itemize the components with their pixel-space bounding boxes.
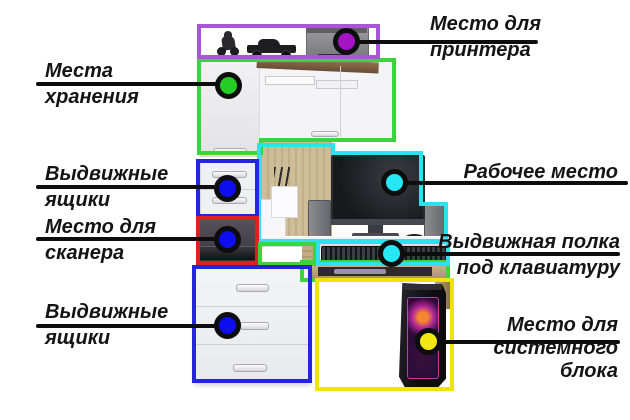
marker-dot-bottom-drawers xyxy=(214,312,241,339)
label-keyboard-shelf: Выдвижная полка под клавиатуру xyxy=(438,231,620,279)
pc-tower-top xyxy=(403,284,442,290)
cabinet-handle xyxy=(311,131,339,137)
pencil-cup xyxy=(271,186,298,218)
label-bottom-drawers: Выдвижные ящики xyxy=(45,301,169,349)
leader-line-printer xyxy=(346,40,538,44)
marker-dot-system-unit xyxy=(415,328,442,355)
marker-dot-top-drawers xyxy=(214,175,241,202)
monitor xyxy=(331,155,425,223)
paper-tray xyxy=(316,80,358,89)
toy-car xyxy=(247,45,296,53)
marker-dot-keyboard-shelf xyxy=(378,240,405,267)
label-system-unit-place: Место для системного блока xyxy=(493,314,618,382)
leader-line-keyboard-shelf xyxy=(391,252,620,256)
label-printer-place: Место для принтера xyxy=(430,13,542,61)
toy-figure-wheel xyxy=(217,47,226,56)
marker-dot-workspace xyxy=(381,169,408,196)
side-shelf-region-outline xyxy=(258,242,317,266)
toy-figure xyxy=(224,31,232,38)
toy-figure-wheel xyxy=(230,47,239,56)
label-storage-places: Места хранения xyxy=(45,60,139,108)
under-desk-handle xyxy=(334,269,386,274)
label-top-drawers: Выдвижные ящики xyxy=(45,163,169,211)
marker-dot-storage xyxy=(215,72,242,99)
drawer-handle xyxy=(236,284,269,292)
drawer-handle xyxy=(233,364,267,372)
cabinet-handle xyxy=(213,148,247,154)
drawer-divider xyxy=(195,306,308,307)
pencils xyxy=(274,167,292,188)
leader-line-storage xyxy=(36,82,230,86)
leader-line-scanner xyxy=(36,237,229,241)
marker-dot-printer xyxy=(333,28,360,55)
marker-dot-scanner xyxy=(214,226,241,253)
printer-lid xyxy=(306,27,367,33)
leader-line-top-drawers xyxy=(36,185,229,189)
system-unit-region-outline xyxy=(315,278,454,391)
drawer-divider xyxy=(195,344,308,345)
leader-line-system-unit xyxy=(428,340,620,344)
leader-line-bottom-drawers xyxy=(36,324,229,328)
label-scanner-place: Место для сканера xyxy=(45,216,157,264)
paper-tray xyxy=(265,76,315,85)
label-workspace: Рабочее место xyxy=(463,161,618,183)
toy-car xyxy=(258,39,280,47)
leader-line-workspace xyxy=(394,181,628,185)
cabinet-door-divider xyxy=(340,66,341,137)
